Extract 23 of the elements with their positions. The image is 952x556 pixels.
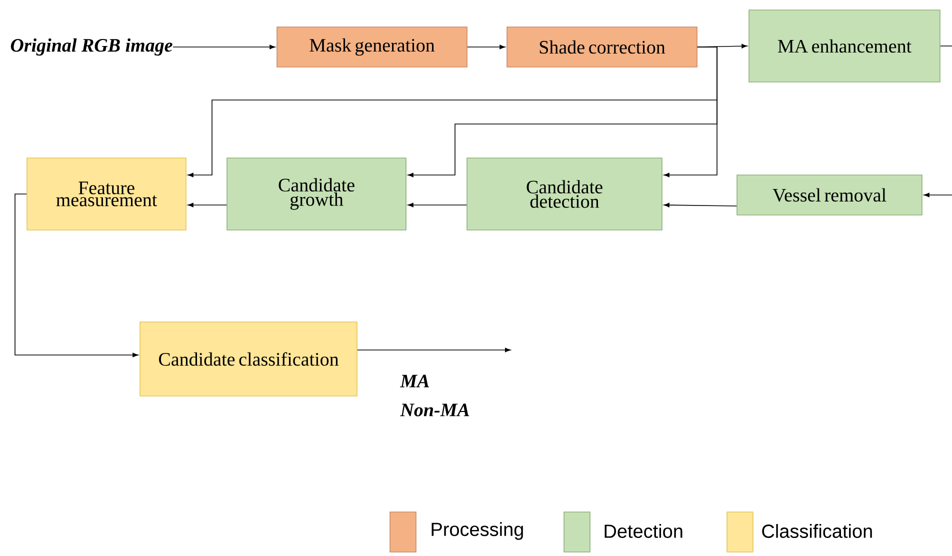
legend-label: Classification — [762, 524, 872, 538]
process-box: Vessel removal — [736, 174, 922, 216]
process-box: MA enhancement — [748, 10, 940, 82]
output-label: MA — [400, 374, 429, 388]
arrow — [664, 46, 718, 178]
arrow — [357, 348, 511, 352]
process-box: Mask generation — [276, 26, 468, 68]
process-box: Feature measurement — [26, 158, 186, 230]
process-box: Candidate growth — [226, 158, 406, 230]
arrow — [172, 44, 276, 50]
process-box: Candidate classification — [140, 322, 358, 396]
arrow — [467, 44, 506, 50]
arrow — [14, 194, 138, 358]
process-box: Candidate detection — [466, 158, 662, 230]
output-label: Non-MA — [400, 404, 470, 416]
arrow — [188, 202, 228, 208]
process-box: Shade correction — [506, 26, 698, 68]
input-label: Original RGB image — [10, 38, 172, 56]
arrow — [408, 202, 467, 208]
legend-label: Processing — [432, 522, 523, 540]
arrow — [664, 202, 737, 208]
legend-label: Detection — [604, 524, 682, 538]
arrow — [924, 192, 952, 198]
